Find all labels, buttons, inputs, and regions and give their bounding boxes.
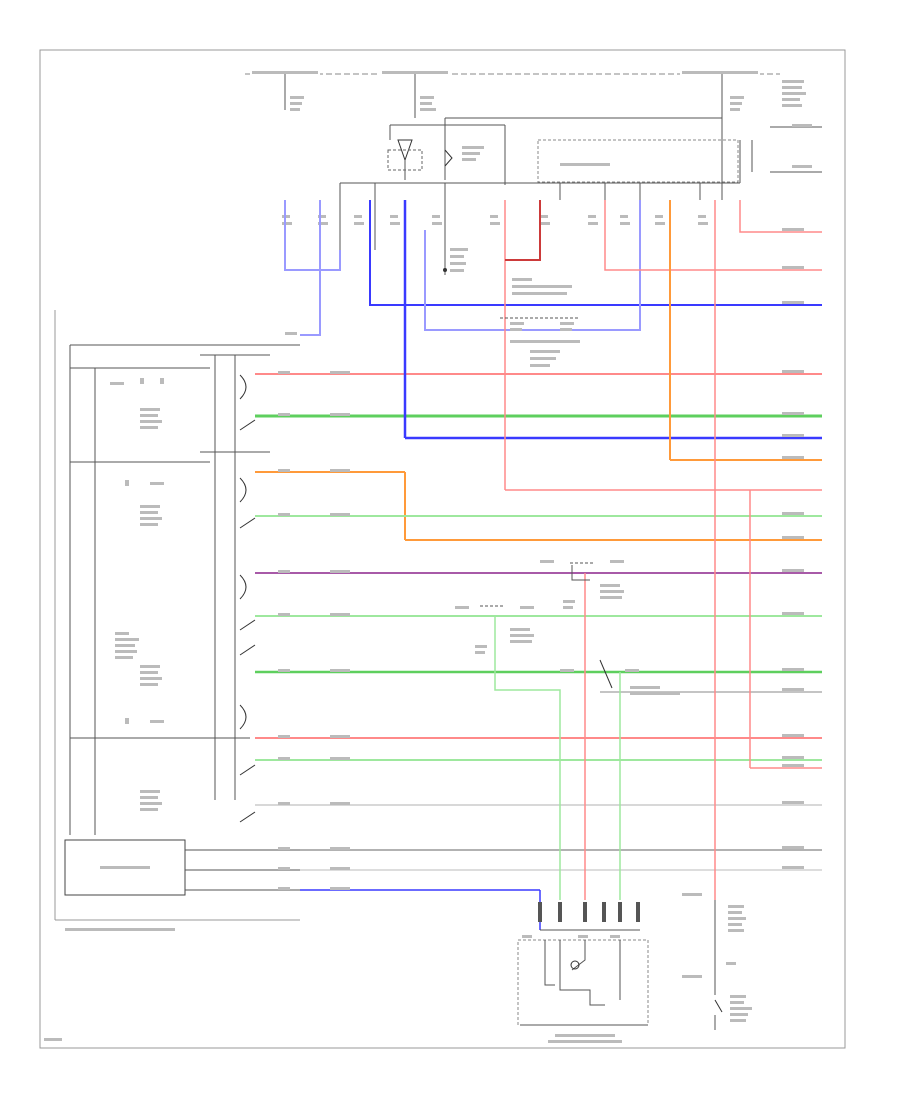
right-front-door-switch <box>682 893 752 1030</box>
vertical-wires <box>284 200 822 930</box>
left-wire-labels <box>278 332 350 890</box>
right-front-power-window-motor <box>517 902 649 1043</box>
connector-droppers <box>339 183 447 275</box>
mid-splice-blocks <box>455 317 680 695</box>
page-tag <box>44 1038 62 1041</box>
junction-fuse-block <box>340 124 822 200</box>
horizontal-wires <box>255 373 822 891</box>
wire-end-markers <box>782 228 804 869</box>
power-window-master-switch <box>54 310 300 931</box>
fuse-labels <box>290 80 806 161</box>
power-window-relay <box>387 117 722 185</box>
diagram-frame <box>39 49 846 1049</box>
top-power-bus <box>245 70 780 140</box>
pin-labels <box>282 215 708 367</box>
